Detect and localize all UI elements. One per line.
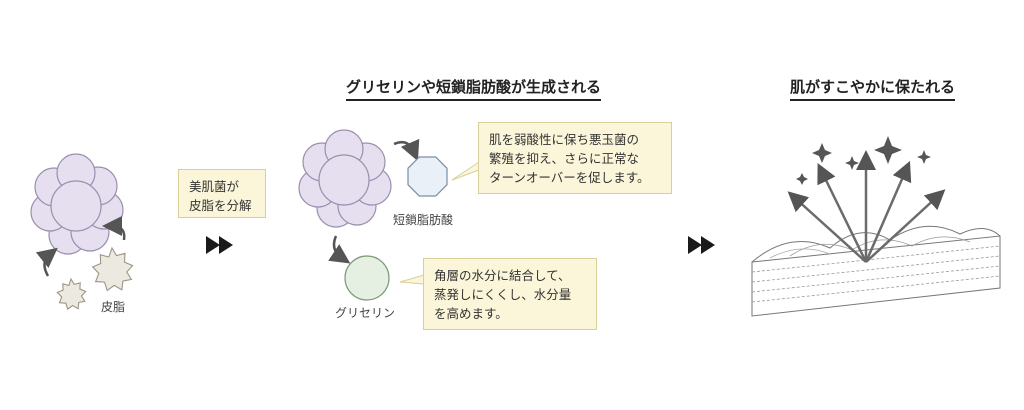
curved-arrow-icon [328, 235, 351, 264]
label-scfa: 短鎖脂肪酸 [393, 213, 454, 227]
sebum-small-icon [56, 277, 87, 310]
radiating-arrows [787, 150, 946, 263]
note-line: 皮脂を分解 [189, 198, 252, 213]
scfa-molecule-icon [407, 156, 448, 197]
note-line: を高めます。 [434, 306, 508, 321]
note-line: ターンオーバーを促します。 [489, 170, 650, 185]
sparkle-icons [796, 136, 931, 185]
note-scfa: 肌を弱酸性に保ち悪玉菌の 繁殖を抑え、さらに正常な ターンオーバーを促します。 [478, 122, 672, 194]
bubble-tail [451, 161, 480, 181]
curved-arrow-icon [35, 247, 58, 277]
note-line: 繁殖を抑え、さらに正常な [489, 151, 640, 166]
bacteria-cluster-icon [298, 129, 392, 228]
note-line: 蒸発しにくくし、水分量 [434, 287, 572, 302]
note-line: 肌を弱酸性に保ち悪玉菌の [489, 132, 640, 147]
note-glycerin: 角層の水分に結合して、 蒸発しにくくし、水分量 を高めます。 [423, 258, 597, 330]
heading-result: 肌がすこやかに保たれる [790, 76, 956, 101]
note-bacteria: 美肌菌が 皮脂を分解 [178, 169, 266, 218]
glycerin-molecule-icon [344, 255, 390, 301]
label-sebum: 皮脂 [101, 300, 126, 314]
curved-arrow-icon [102, 216, 126, 241]
play-arrow-icon [206, 236, 233, 254]
bacteria-cluster-icon [30, 153, 124, 255]
curved-arrow-icon [393, 138, 420, 162]
bubble-tail [399, 274, 425, 285]
heading-generation: グリセリンや短鎖脂肪酸が生成される [346, 76, 602, 101]
note-line: 美肌菌が [189, 179, 240, 194]
note-line: 角層の水分に結合して、 [434, 268, 571, 283]
sebum-large-icon [91, 246, 134, 292]
skin-layer-illustration [751, 225, 1001, 317]
label-glycerin: グリセリン [335, 306, 396, 320]
play-arrow-icon [688, 236, 715, 254]
